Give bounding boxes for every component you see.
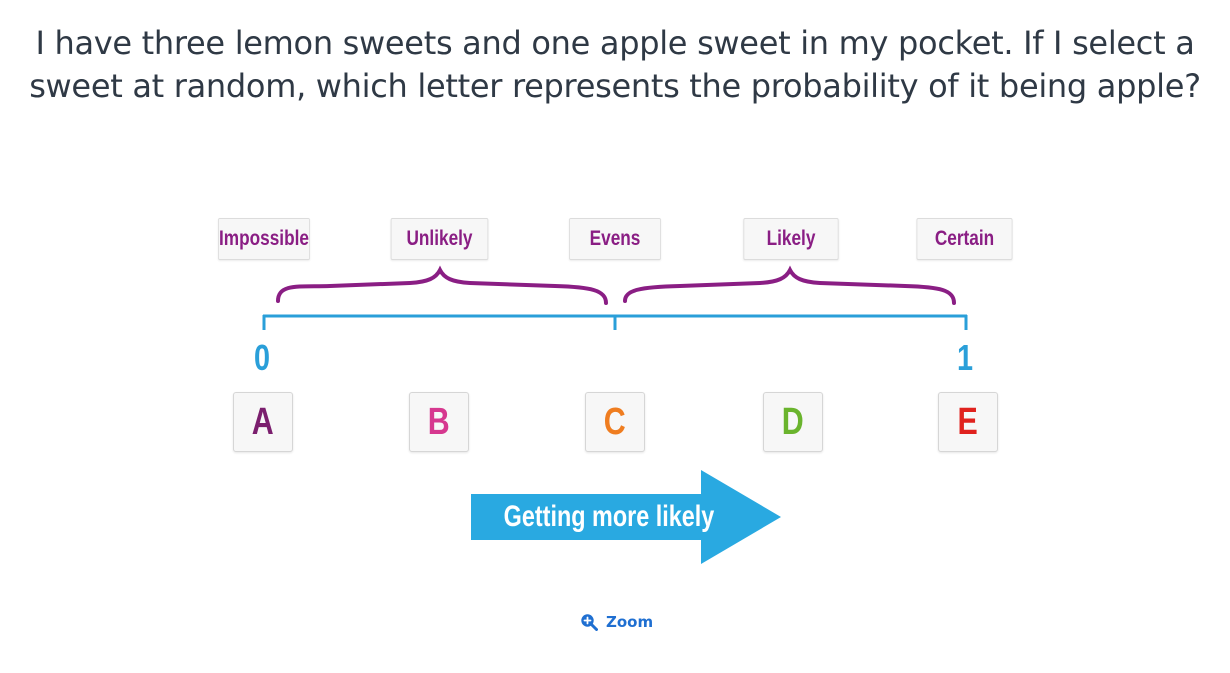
option-a-letter: A [252, 401, 274, 443]
scale-start-label: 0 [254, 337, 271, 378]
category-unlikely: Unlikely [390, 218, 489, 260]
option-c-letter: C [604, 401, 626, 443]
scale-end-label: 1 [957, 337, 974, 378]
category-impossible: Impossible [218, 218, 310, 260]
zoom-in-icon [581, 614, 598, 631]
zoom-button[interactable]: Zoom [580, 611, 653, 633]
brace-unlikely [276, 265, 608, 305]
brace-likely [623, 265, 956, 305]
option-b[interactable]: B [409, 392, 469, 452]
question-text: I have three lemon sweets and one apple … [29, 24, 1201, 105]
category-likely: Likely [743, 218, 839, 260]
option-e[interactable]: E [938, 392, 998, 452]
zoom-label: Zoom [606, 613, 654, 631]
option-b-letter: B [428, 401, 450, 443]
option-a[interactable]: A [233, 392, 293, 452]
arrow-right-icon [471, 470, 781, 564]
option-d-letter: D [782, 401, 804, 443]
option-c[interactable]: C [585, 392, 645, 452]
option-e-letter: E [957, 401, 979, 443]
option-d[interactable]: D [763, 392, 823, 452]
category-certain: Certain [916, 218, 1013, 260]
category-evens: Evens [569, 218, 661, 260]
arrow-label: Getting more likely [503, 500, 715, 533]
